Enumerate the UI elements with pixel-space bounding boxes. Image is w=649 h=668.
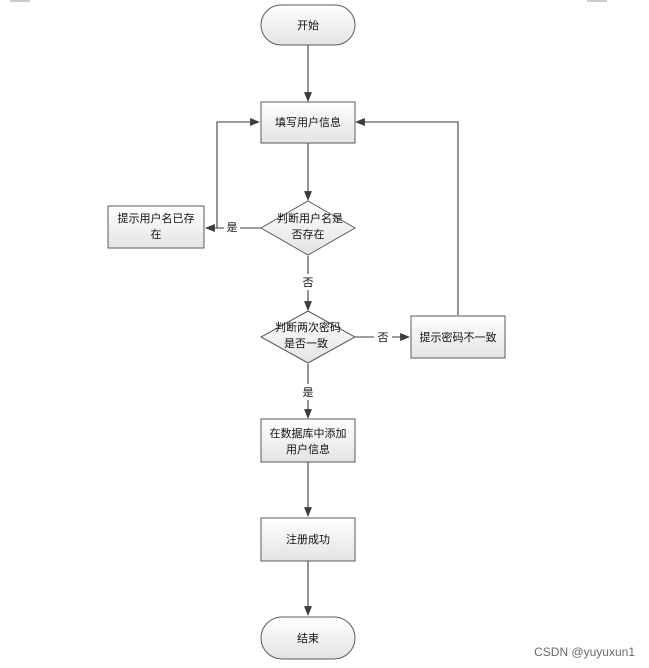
fill-user-info-node: 填写用户信息 xyxy=(260,101,356,144)
edge-label-bg xyxy=(299,274,317,290)
username-exists-label-line2: 在 xyxy=(151,228,162,241)
edge-label-username-yes: 是 xyxy=(227,221,238,234)
edge-label-username-no: 否 xyxy=(303,276,314,289)
check-username-label-line1: 判断用户名是 xyxy=(277,211,343,225)
add-to-database-node: 在数据库中添加 用户信息 xyxy=(260,418,356,463)
check-passwords-decision: 判断两次密码 是否一致 xyxy=(259,310,357,364)
fill-user-info-label: 填写用户信息 xyxy=(275,115,341,129)
password-mismatch-node: 提示密码不一致 xyxy=(410,315,506,359)
edge-username-exists-back xyxy=(216,118,260,228)
end-label: 结束 xyxy=(297,632,319,645)
start-node: 开始 xyxy=(260,4,356,46)
edge-label-password-yes: 是 xyxy=(303,386,314,399)
check-username-label-line2: 否存在 xyxy=(292,227,325,241)
check-passwords-label-line2: 是否一致 xyxy=(284,336,328,350)
edge-password-mismatch-back xyxy=(355,118,459,315)
end-node: 结束 xyxy=(260,616,356,660)
register-success-label: 注册成功 xyxy=(286,532,330,546)
edge-label-bg xyxy=(224,219,240,235)
edge-label-bg xyxy=(299,384,317,400)
check-passwords-label-line1: 判断两次密码 xyxy=(275,320,341,334)
username-exists-label-line1: 提示用户名已存 xyxy=(118,211,195,225)
start-label: 开始 xyxy=(297,18,319,32)
add-to-database-label-line1: 在数据库中添加 xyxy=(270,426,347,440)
edge-label-password-no: 否 xyxy=(378,331,389,344)
edge-label-bg xyxy=(374,329,392,345)
password-mismatch-label: 提示密码不一致 xyxy=(420,330,497,344)
add-to-database-label-line2: 用户信息 xyxy=(286,442,330,456)
username-exists-node: 提示用户名已存 在 xyxy=(107,205,205,249)
watermark: CSDN @yuyuxun1 xyxy=(534,645,635,659)
check-username-decision: 判断用户名是 否存在 xyxy=(259,200,357,256)
register-success-node: 注册成功 xyxy=(260,517,356,562)
